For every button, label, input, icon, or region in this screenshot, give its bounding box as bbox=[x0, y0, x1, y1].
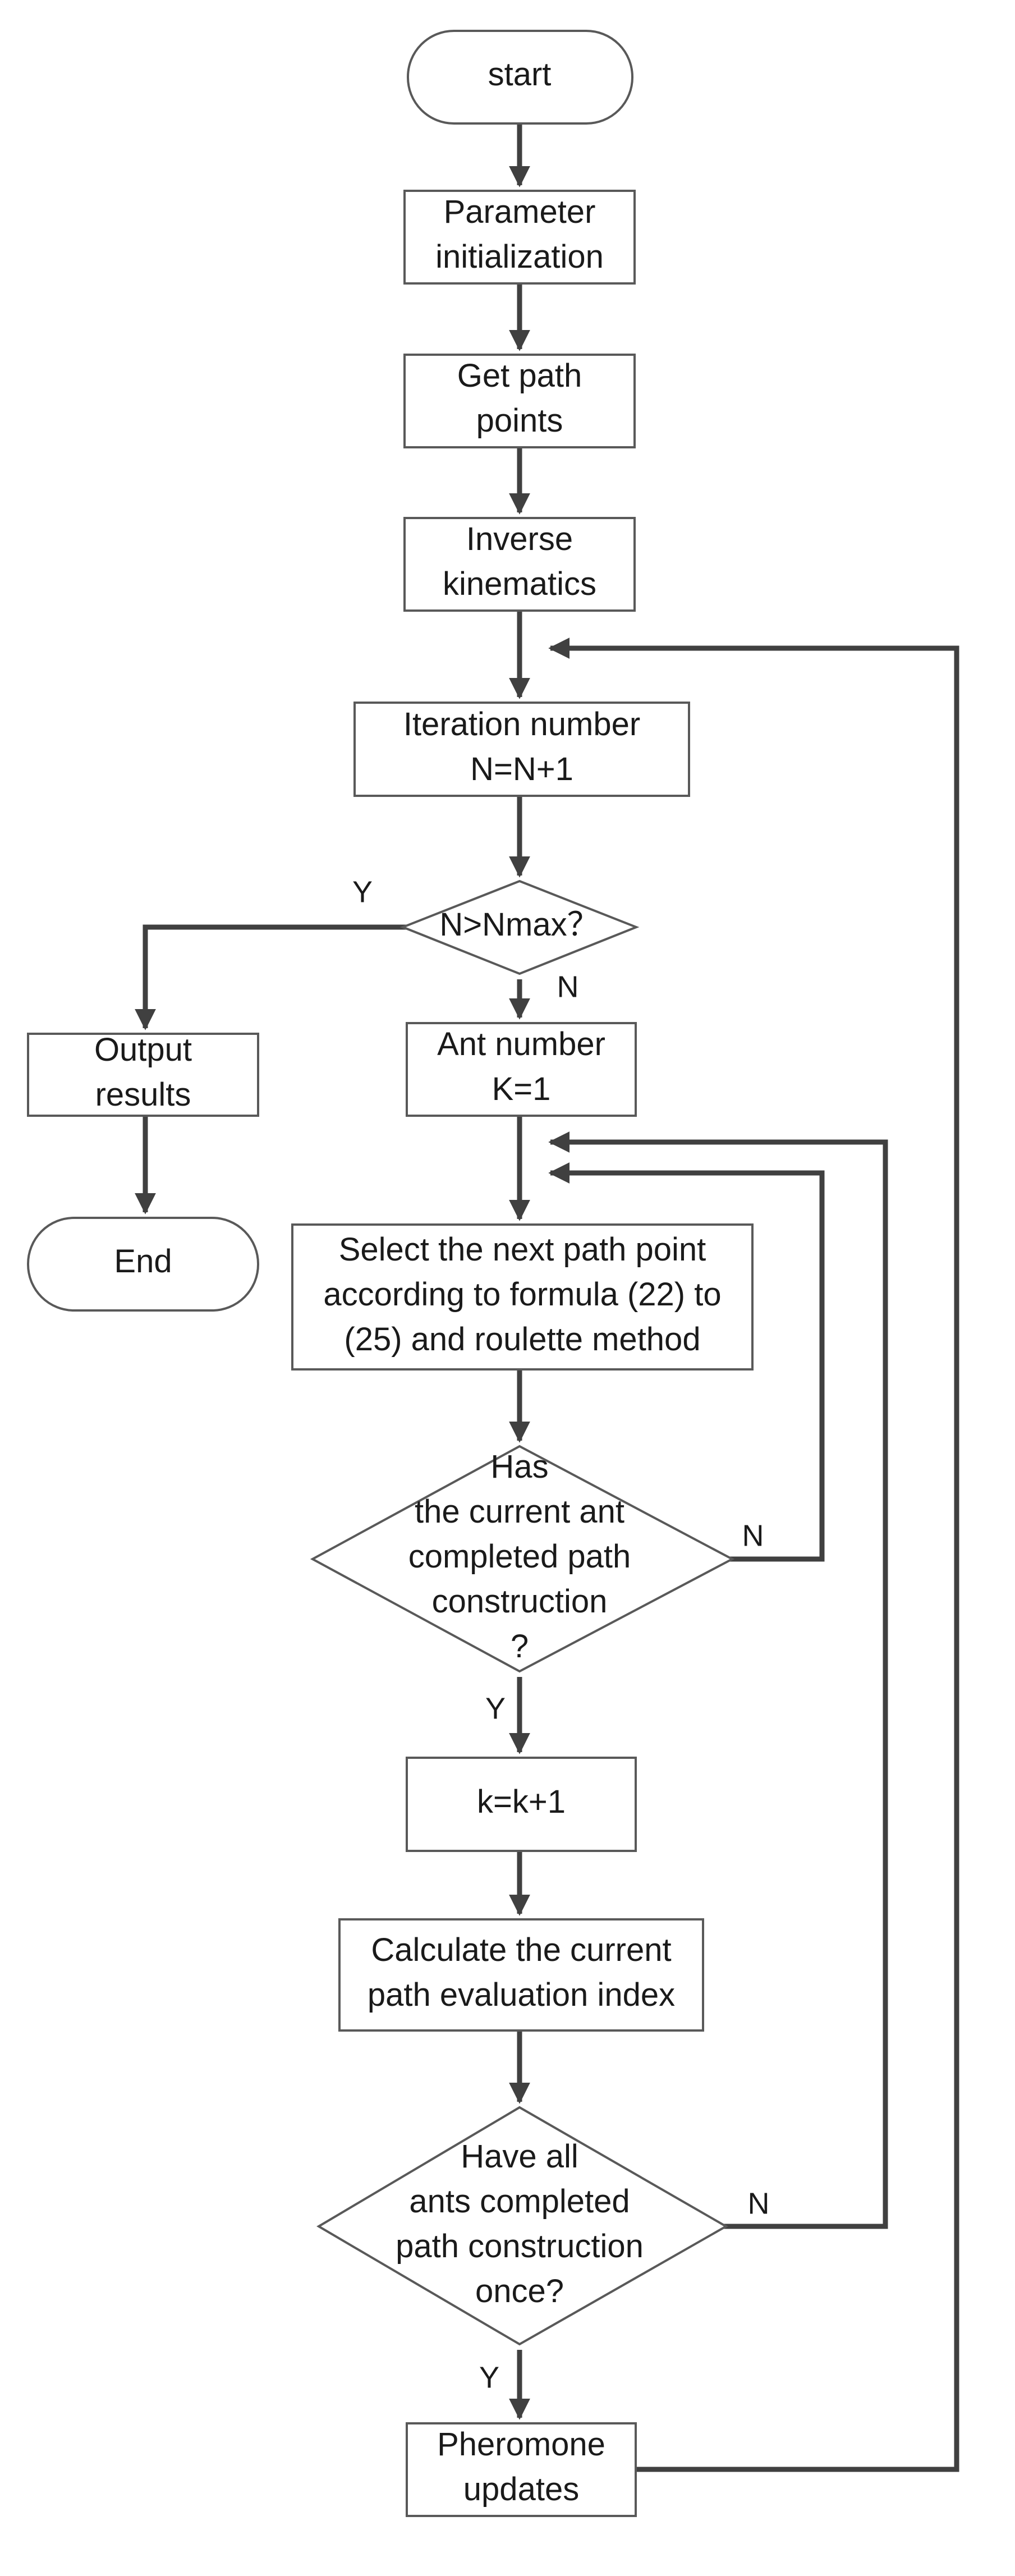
k-increment-box: k=k+1 bbox=[406, 1757, 637, 1852]
edge-label-nmax-no: N bbox=[557, 970, 579, 1003]
check-all-ants-decision: Have all ants completed path construction o… bbox=[316, 2106, 729, 2346]
select-next-box: Select the next path point according to f… bbox=[291, 1223, 754, 1370]
calc-index-label: Calculate the current path evaluation ind… bbox=[368, 1932, 675, 2013]
node-label-line: Has bbox=[490, 1449, 548, 1485]
node-label-line: ants completed bbox=[409, 2183, 630, 2220]
param-init-box: Parameter initialization bbox=[403, 190, 636, 285]
node-label-line: Have all bbox=[461, 2138, 578, 2175]
edge-label-nmax-yes: Y bbox=[352, 875, 373, 909]
output-box: Output results bbox=[27, 1032, 259, 1117]
node-label-line: kinematics bbox=[443, 566, 596, 602]
inverse-kin-box: Inverse kinematics bbox=[403, 517, 636, 612]
node-label-line: Parameter bbox=[444, 194, 596, 230]
pheromone-label: Pheromone updates bbox=[437, 2426, 605, 2508]
edge-all-ants-no-loop bbox=[548, 1131, 888, 2229]
calc-index-box: Calculate the current path evaluation ind… bbox=[338, 1918, 704, 2032]
node-label-line: ? bbox=[511, 1628, 529, 1665]
node-label-line: updates bbox=[463, 2471, 579, 2508]
node-label-line: Calculate the current bbox=[371, 1932, 671, 1968]
edges bbox=[135, 123, 959, 2472]
node-label-line: once? bbox=[475, 2273, 564, 2309]
edge-label-ant-done-no: N bbox=[742, 1519, 764, 1552]
node-label-line: according to formula (22) to bbox=[323, 1276, 721, 1313]
check-ant-done-label: Has the current ant completed path construc… bbox=[408, 1449, 631, 1665]
check-all-ants-label: Have all ants completed path construction o… bbox=[396, 2138, 644, 2309]
node-label-line: Output bbox=[94, 1032, 192, 1068]
node-label-line: N>Nmax？ bbox=[439, 906, 599, 943]
node-label-line: path evaluation index bbox=[368, 1977, 675, 2013]
inverse-kin-label: Inverse kinematics bbox=[443, 521, 596, 602]
start-terminal: start bbox=[407, 30, 633, 125]
node-label-line: the current ant bbox=[415, 1493, 624, 1530]
nodes: start Parameter initialization Get path po… bbox=[27, 30, 754, 2517]
node-label-line: path construction bbox=[396, 2228, 644, 2265]
start-label: start bbox=[488, 56, 552, 93]
edge-label-all-ants-yes: Y bbox=[479, 2360, 499, 2394]
edge-label-all-ants-no: N bbox=[748, 2187, 770, 2220]
node-label-line: (25) and roulette method bbox=[344, 1321, 700, 1358]
get-path-label: Get path points bbox=[457, 357, 582, 439]
node-label-line: Pheromone bbox=[437, 2426, 605, 2463]
node-label-line: Inverse bbox=[466, 521, 573, 557]
node-label-line: completed path bbox=[408, 1538, 631, 1575]
check-ant-done-decision: Has the current ant completed path construc… bbox=[310, 1445, 735, 1673]
param-init-label: Parameter initialization bbox=[435, 194, 604, 275]
node-label-line: K=1 bbox=[492, 1071, 551, 1107]
check-nmax-decision: N>Nmax？ bbox=[399, 879, 640, 975]
node-label-line: End bbox=[114, 1243, 172, 1280]
node-label-line: start bbox=[488, 56, 552, 93]
node-label-line: construction bbox=[432, 1583, 608, 1620]
edge-label-ant-done-yes: Y bbox=[485, 1692, 506, 1725]
edge-nmax-yes-to-output bbox=[135, 924, 408, 1030]
edge-ant-done-no-loop bbox=[548, 1162, 825, 1562]
node-label-line: Select the next path point bbox=[339, 1231, 706, 1268]
edge-labels: Y N N Y N Y bbox=[352, 875, 770, 2394]
node-label-line: k=k+1 bbox=[477, 1784, 566, 1820]
pheromone-box: Pheromone updates bbox=[406, 2422, 637, 2517]
get-path-box: Get path points bbox=[403, 354, 636, 448]
end-label: End bbox=[114, 1243, 172, 1280]
node-label-line: initialization bbox=[435, 239, 604, 275]
node-label-line: points bbox=[476, 402, 563, 439]
output-label: Output results bbox=[94, 1032, 192, 1113]
node-label-line: Ant number bbox=[437, 1026, 605, 1062]
node-label-line: Get path bbox=[457, 357, 582, 394]
node-label-line: Iteration number bbox=[403, 706, 640, 742]
node-label-line: results bbox=[95, 1076, 191, 1113]
k-increment-label: k=k+1 bbox=[477, 1784, 566, 1820]
select-next-label: Select the next path point according to f… bbox=[323, 1231, 721, 1358]
edge-pheromone-loop-to-iteration bbox=[548, 638, 959, 2472]
node-label-line: N=N+1 bbox=[470, 751, 573, 787]
check-nmax-label: N>Nmax？ bbox=[439, 906, 599, 943]
end-terminal: End bbox=[27, 1217, 259, 1312]
